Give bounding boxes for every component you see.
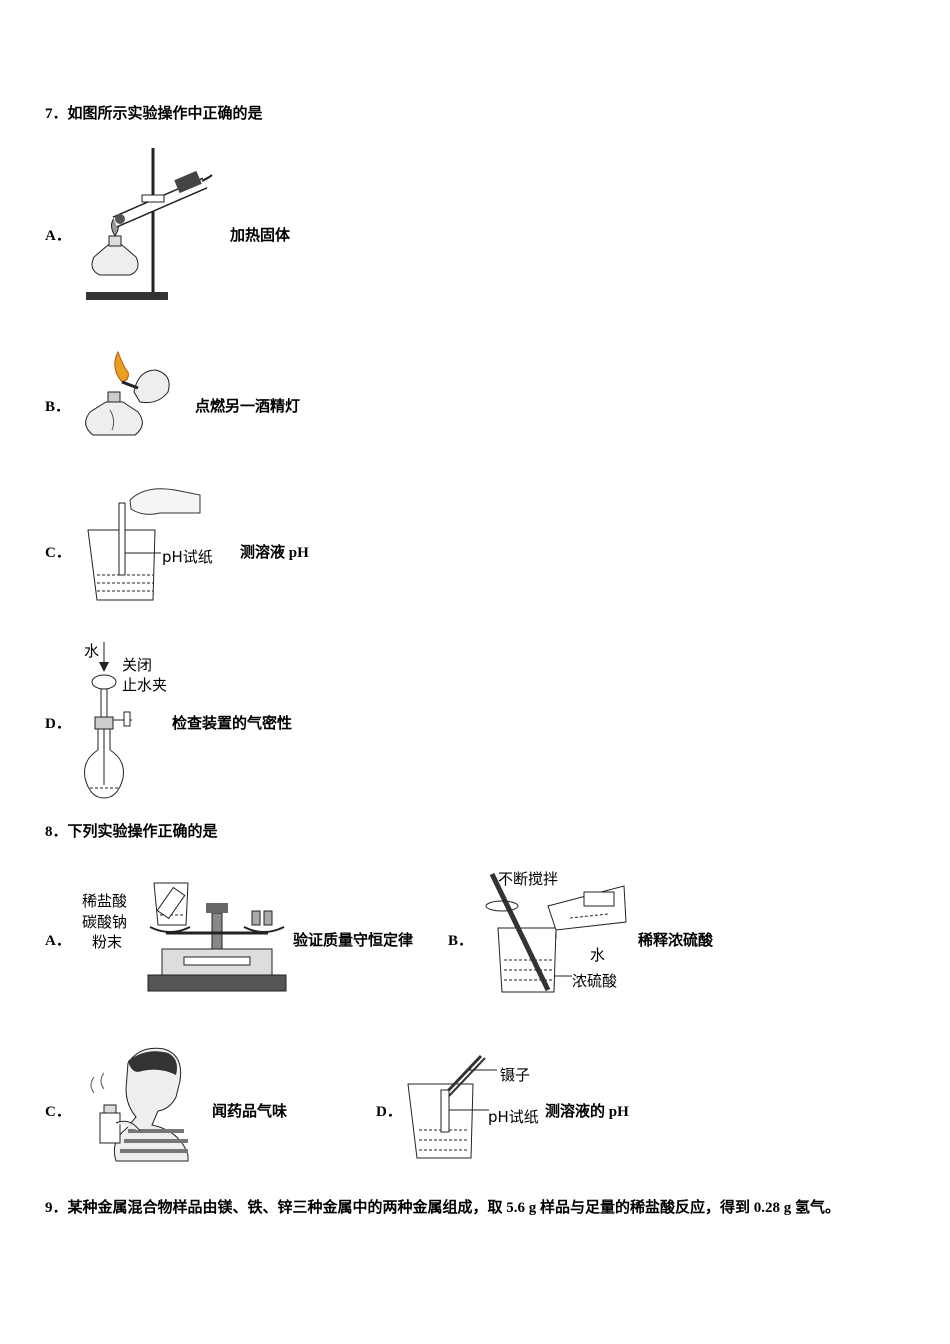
q8b-diluting-acid-figure bbox=[485, 872, 627, 993]
q8a-powder-label: 粉末 bbox=[92, 933, 123, 951]
q8d-tweezers-label: 镊子 bbox=[500, 1066, 531, 1084]
q8-option-d-caption: 测溶液的 pH bbox=[545, 1104, 629, 1120]
q8b-water-label: 水 bbox=[590, 946, 606, 964]
q8-option-d-letter: D． bbox=[376, 1104, 402, 1120]
q7-option-b-letter: B． bbox=[45, 399, 71, 415]
q8-option-a-letter: A． bbox=[45, 933, 71, 949]
q7c-ph-test-figure bbox=[87, 488, 201, 601]
q7-option-d-caption: 检查装置的气密性 bbox=[172, 716, 293, 732]
q8a-na2co3-label: 碳酸钠 bbox=[82, 913, 128, 931]
q7-option-c-caption: 测溶液 pH bbox=[240, 545, 309, 561]
q8-option-b-letter: B． bbox=[448, 933, 474, 949]
q8-option-c-letter: C． bbox=[45, 1104, 71, 1120]
q8-option-c-caption: 闻药品气味 bbox=[212, 1104, 288, 1120]
q8-option-a-caption: 验证质量守恒定律 bbox=[293, 933, 414, 949]
q7c-ph-paper-label: pH试纸 bbox=[162, 548, 213, 566]
q8d-ph-paper-label: pH试纸 bbox=[488, 1108, 539, 1126]
q7-option-b-caption: 点燃另一酒精灯 bbox=[195, 399, 301, 415]
q8c-smelling-figure bbox=[90, 1047, 189, 1162]
q8b-conc-acid-label: 浓硫酸 bbox=[572, 972, 618, 990]
question-9-title: 9．某种金属混合物样品由镁、铁、锌三种金属中的两种金属组成，取 5.6 g 样品… bbox=[45, 1200, 841, 1216]
q8-option-b-caption: 稀释浓硫酸 bbox=[638, 933, 714, 949]
q7-option-a-caption: 加热固体 bbox=[230, 228, 291, 244]
q8a-balance-figure bbox=[147, 882, 287, 992]
q8b-stir-label: 不断搅拌 bbox=[498, 870, 559, 888]
question-7-title: 7．如图所示实验操作中正确的是 bbox=[45, 106, 263, 122]
q7d-clamp-label: 止水夹 bbox=[122, 676, 168, 694]
q7d-water-label: 水 bbox=[84, 642, 100, 660]
q8a-hcl-label: 稀盐酸 bbox=[82, 892, 128, 910]
q7a-heating-solid-figure bbox=[86, 148, 213, 300]
q7d-airtightness-figure bbox=[84, 642, 132, 799]
q7-option-a-letter: A． bbox=[45, 228, 71, 244]
q7-option-c-letter: C． bbox=[45, 545, 71, 561]
q7b-lighting-lamp-figure bbox=[85, 350, 170, 436]
question-8-title: 8．下列实验操作正确的是 bbox=[45, 824, 218, 840]
q7-option-d-letter: D． bbox=[45, 716, 71, 732]
q8d-ph-tweezers-figure bbox=[407, 1054, 497, 1159]
q7d-close-label: 关闭 bbox=[122, 656, 153, 674]
